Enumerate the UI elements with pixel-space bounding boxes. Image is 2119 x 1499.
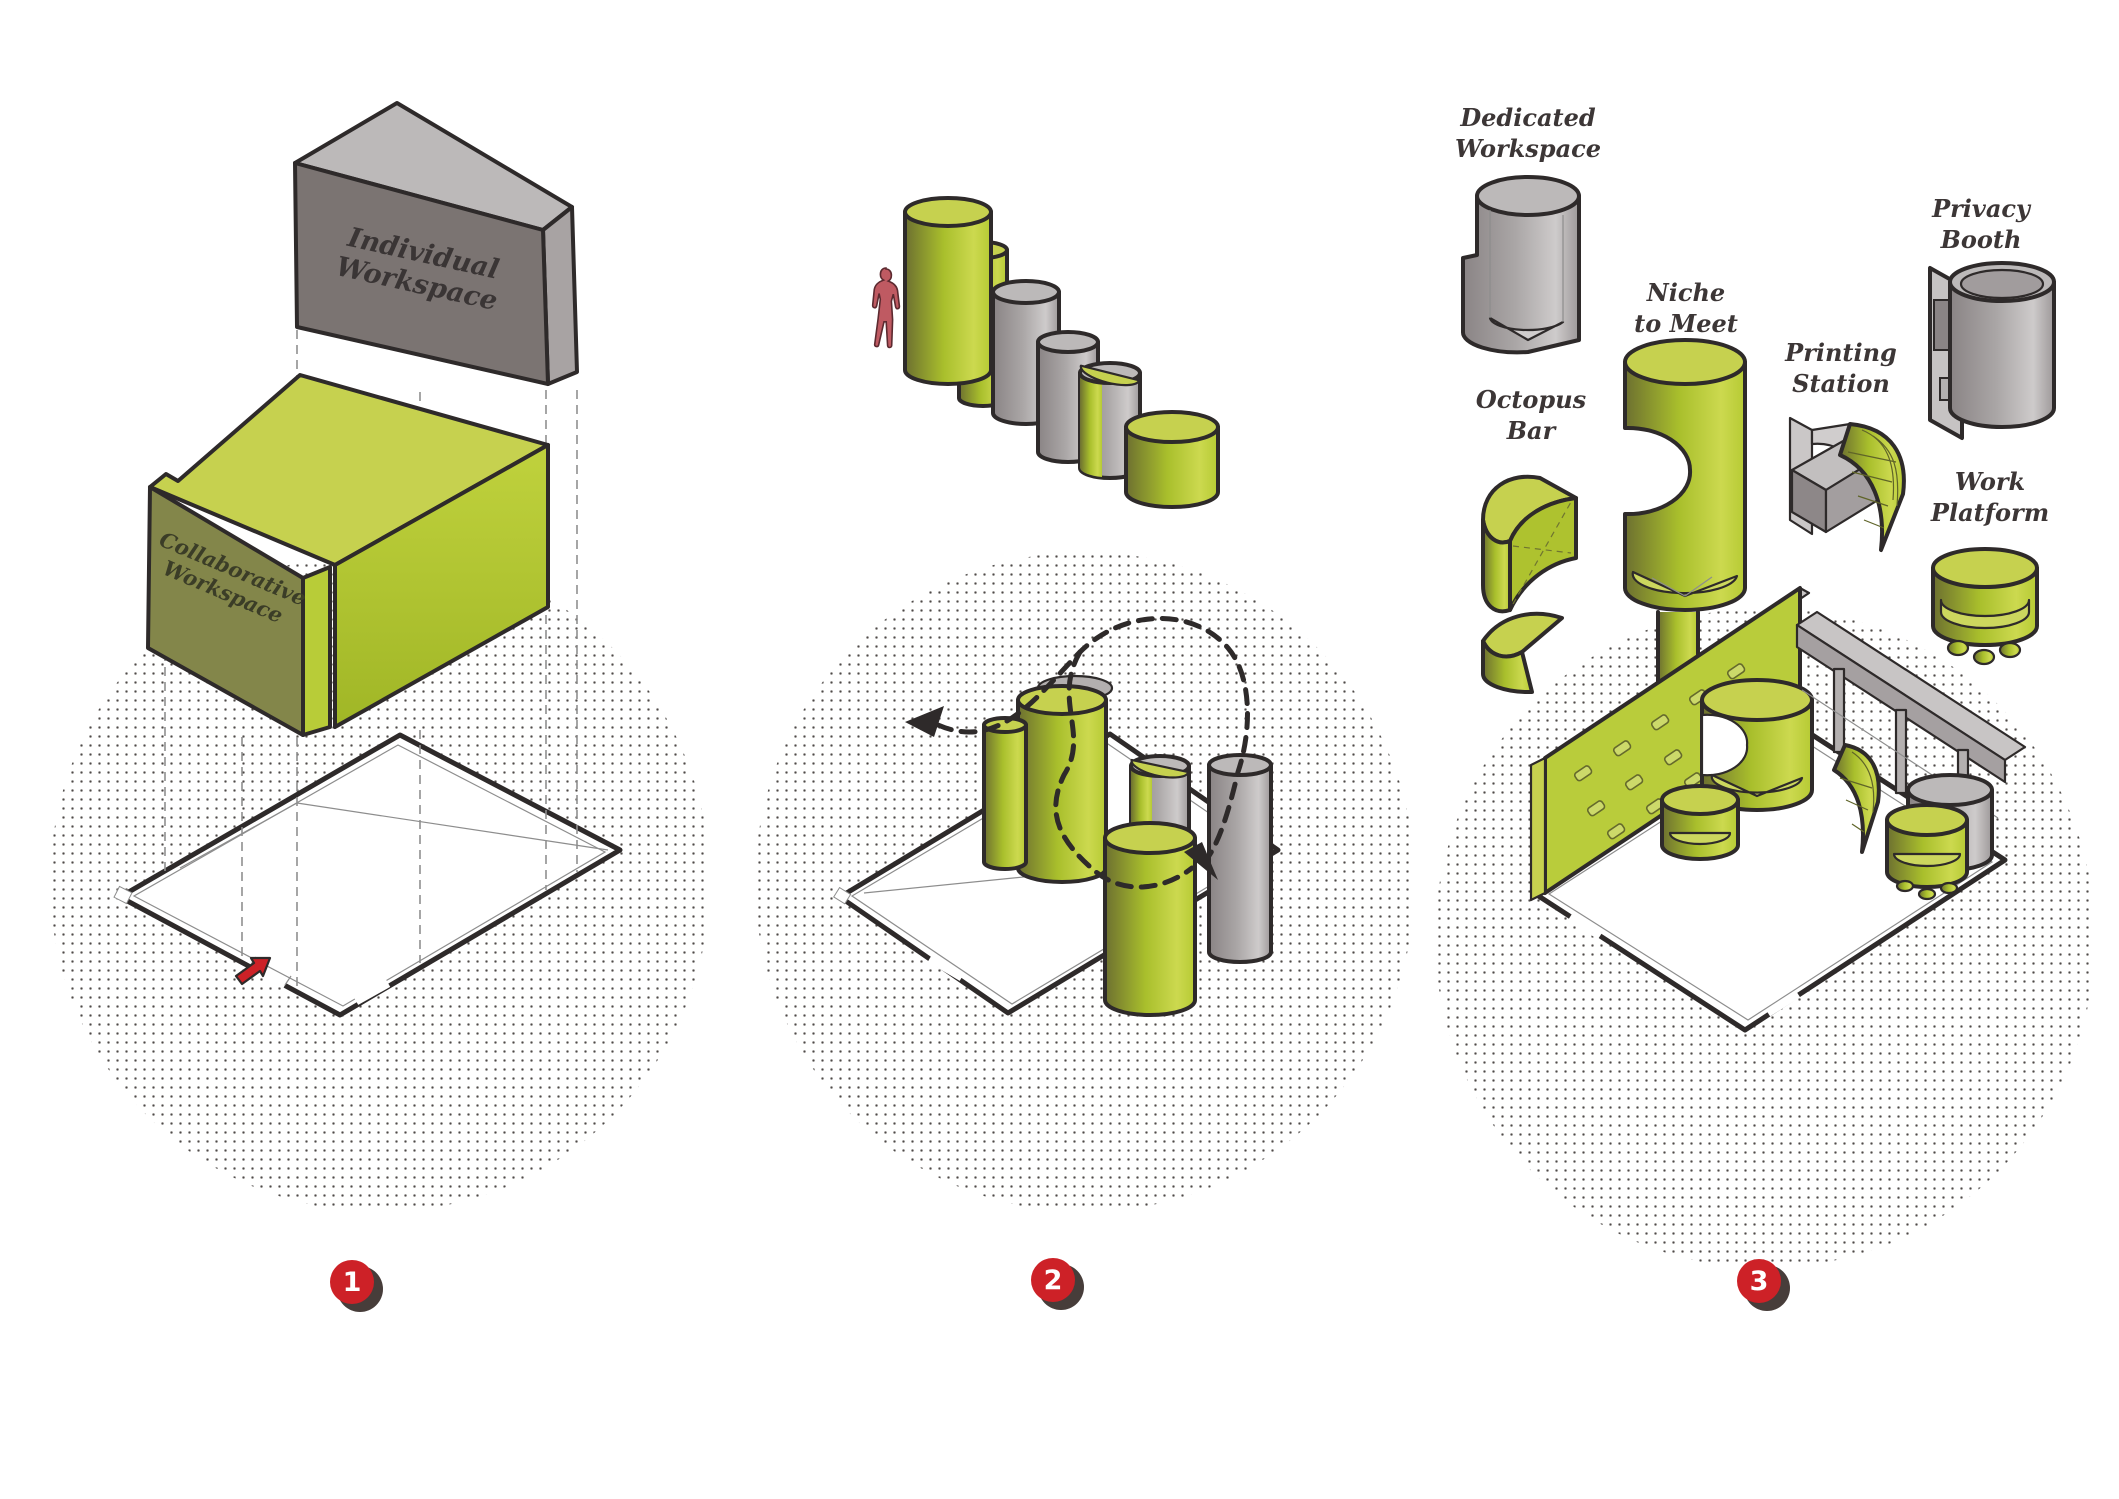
badge-number: 3 [1737,1259,1781,1303]
octopus-bar-item [1480,474,1578,695]
badge-number: 1 [330,1260,374,1304]
assembled-room [1529,586,2027,1033]
printing-station-item [1788,416,1906,552]
collaborative-workspace-block [146,373,550,737]
label-work-platform: Work Platform [1930,466,2050,527]
room-walkway [1795,610,2027,835]
label-niche-to-meet: Niche to Meet [1634,277,1738,338]
scale-figure [871,267,901,349]
entry-arrow [234,956,272,986]
privacy-booth-item [1928,261,2056,440]
work-platform-item [1931,547,2039,666]
projection-lines-panel1 [164,330,578,988]
niche-to-meet-item [1623,338,1747,698]
badge-number: 2 [1031,1258,1075,1302]
room-lower-booth [1660,784,1740,861]
step-badge-2: 2 [1031,1258,1084,1310]
cylinder-row [903,196,1220,509]
individual-workspace-block [293,101,579,386]
label-printing-station: Printing Station [1785,337,1897,398]
step-badge-3: 3 [1737,1259,1790,1311]
room-work-platform [1885,803,1969,901]
label-octopus-bar: Octopus Bar [1475,384,1587,445]
label-privacy-booth: Privacy Booth [1932,193,2030,254]
plan-cylinders [982,674,1273,1017]
circulation-arrows [905,616,1250,890]
room-printing-station [1832,743,1881,854]
label-dedicated-workspace: Dedicated Workspace [1454,102,1602,163]
panel1-floorplan [113,732,623,1018]
step-badge-1: 1 [330,1260,383,1312]
dedicated-workspace-item [1461,175,1581,355]
